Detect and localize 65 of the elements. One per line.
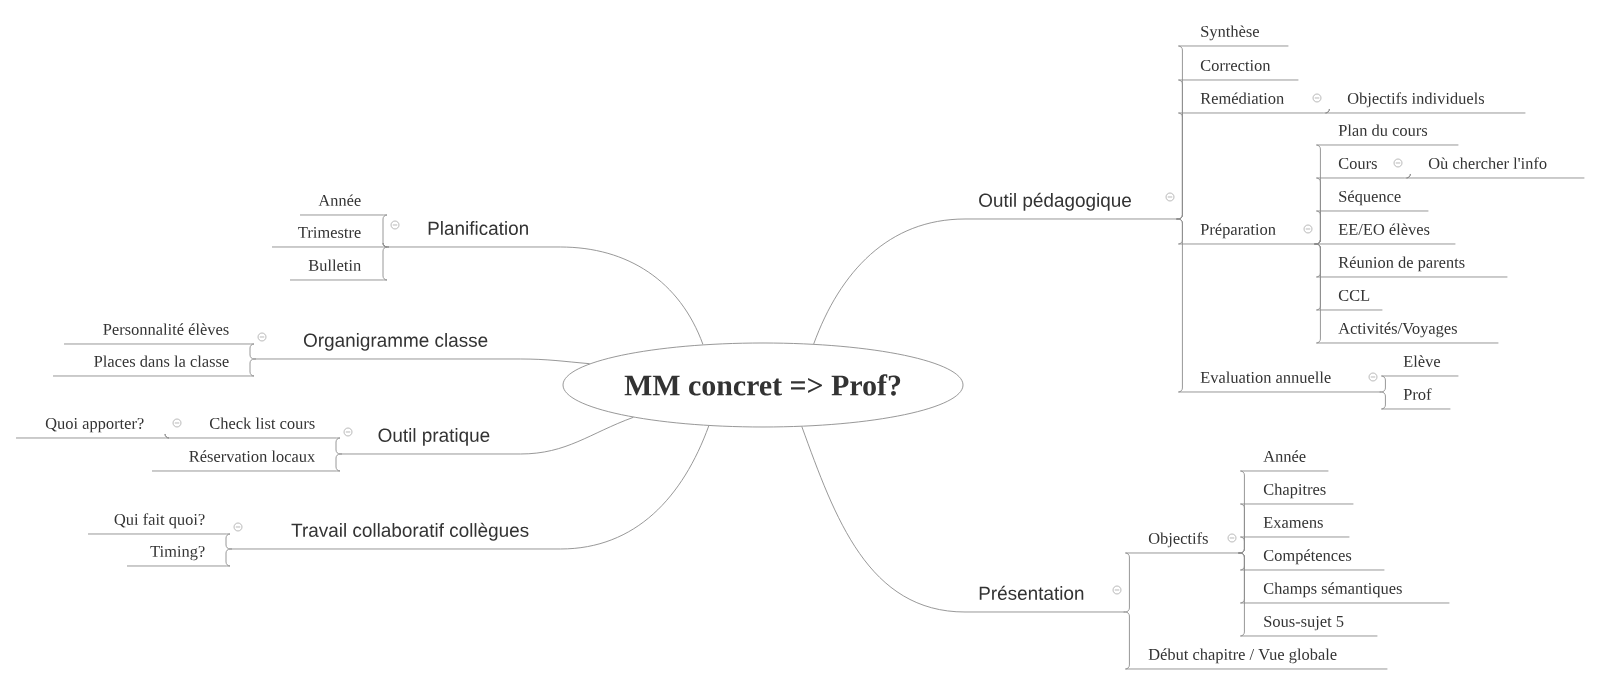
- topic-label: Plan du cours: [1319, 124, 1459, 146]
- topic-label: Bulletin: [289, 259, 384, 281]
- connector-line: [164, 433, 172, 439]
- topic-label: Organigramme classe: [255, 333, 521, 360]
- topic-label: Année: [1243, 450, 1329, 472]
- topic-label: Timing?: [126, 545, 227, 567]
- topic-label: Préparation: [1181, 223, 1315, 245]
- topic-label: Examens: [1243, 517, 1350, 538]
- topic-label: Début chapitre / Vue globale: [1128, 648, 1388, 670]
- topic-label: Elève: [1384, 355, 1459, 377]
- topic-label: Compétences: [1243, 549, 1385, 571]
- topic-label: Cours: [1319, 157, 1405, 179]
- topic-label: Check list cours: [170, 417, 337, 439]
- topic-label: Année: [299, 194, 384, 216]
- connector-line: [1403, 173, 1411, 179]
- connector-line: [1175, 112, 1183, 220]
- topic-label: Planification: [388, 221, 561, 248]
- topic-label: Où chercher l'info: [1409, 157, 1585, 179]
- connector-line: [801, 426, 966, 613]
- connector-line: [1237, 536, 1245, 554]
- topic-label: Qui fait quoi?: [87, 513, 227, 535]
- topic-label: Présentation: [964, 585, 1124, 613]
- connector-line: [1378, 375, 1386, 393]
- topic-label: Objectifs individuels: [1328, 92, 1526, 114]
- connector-line: [1122, 611, 1130, 670]
- topic-label: Outil pédagogique: [964, 192, 1177, 220]
- topic-label: Activités/Voyages: [1319, 322, 1499, 344]
- topic-label: Travail collaboratif collègues: [231, 522, 561, 550]
- connector-line: [519, 358, 591, 365]
- connector-line: [225, 533, 233, 550]
- connector-line: [1313, 243, 1321, 344]
- topic-label: Correction: [1181, 59, 1299, 81]
- topic-label: Séquence: [1319, 190, 1429, 212]
- topic-label: Champs sémantiques: [1243, 582, 1450, 604]
- topic-label: Sous-sujet 5: [1243, 615, 1378, 637]
- topic-label: Prof: [1384, 388, 1451, 410]
- connector-line: [249, 343, 257, 360]
- connector-line: [1322, 108, 1330, 114]
- connector-line: [225, 548, 233, 567]
- topic-label: EE/EO élèves: [1319, 223, 1456, 245]
- topic-label: Personnalité élèves: [63, 323, 251, 345]
- topic-label: Outil pratique: [341, 428, 521, 455]
- topic-label: Objectifs: [1128, 532, 1239, 554]
- topic-label: Remédiation: [1181, 92, 1324, 114]
- topic-label: Réservation locaux: [151, 450, 337, 472]
- connector-line: [559, 425, 710, 550]
- connector-line: [249, 358, 257, 377]
- topic-label: CCL: [1319, 289, 1383, 311]
- connector-line: [1122, 552, 1130, 613]
- connector-line: [1378, 391, 1386, 410]
- topic-label: Evaluation annuelle: [1181, 371, 1380, 393]
- connector-line: [559, 246, 704, 345]
- topic-label: Quoi apporter?: [15, 417, 166, 439]
- topic-label: Trimestre: [271, 226, 384, 248]
- connector-line: [335, 453, 343, 472]
- topic-label: Réunion de parents: [1319, 256, 1508, 278]
- topic-label: Places dans la classe: [52, 355, 251, 377]
- connector-line: [382, 246, 390, 281]
- connector-line: [1175, 218, 1183, 393]
- connector-line: [335, 437, 343, 455]
- connector-line: [1237, 552, 1245, 637]
- connector-line: [519, 416, 634, 455]
- topic-label: Synthèse: [1181, 25, 1289, 47]
- connector-line: [813, 218, 966, 345]
- topic-label: Chapitres: [1243, 483, 1354, 505]
